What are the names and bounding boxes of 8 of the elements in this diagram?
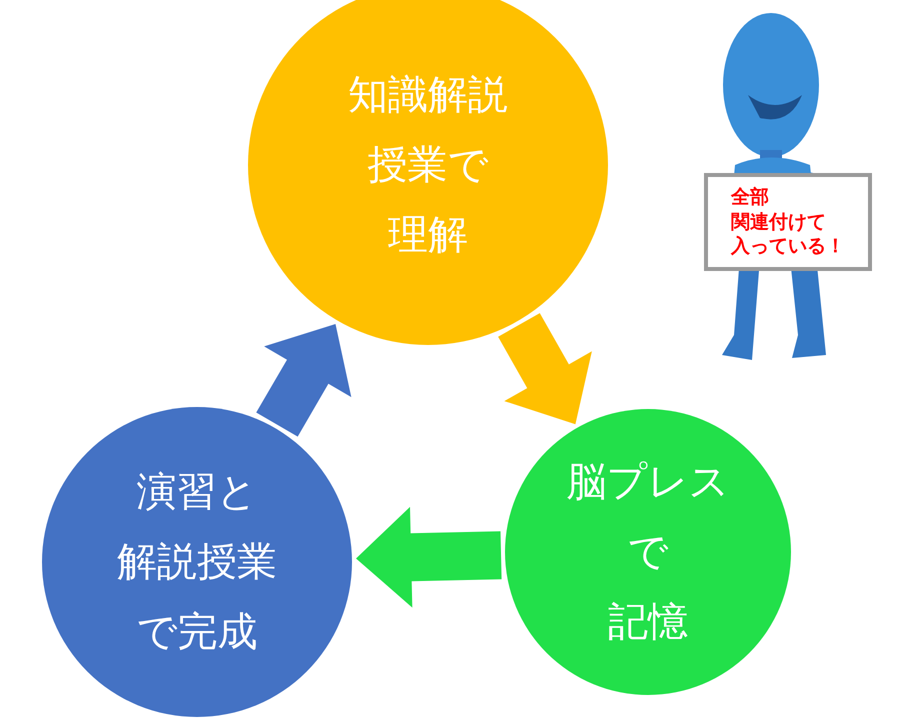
step-text: 脳プレスで記憶	[566, 458, 730, 647]
sign-board	[704, 173, 872, 271]
step-text: 演習と解説授業で完成	[117, 468, 277, 657]
block-arrow	[356, 506, 502, 608]
block-arrow	[256, 324, 352, 437]
block-arrow	[498, 313, 592, 424]
sign-text: 全部関連付けて入っている！	[731, 184, 845, 260]
step-text: 知識解説授業で理解	[348, 71, 508, 260]
